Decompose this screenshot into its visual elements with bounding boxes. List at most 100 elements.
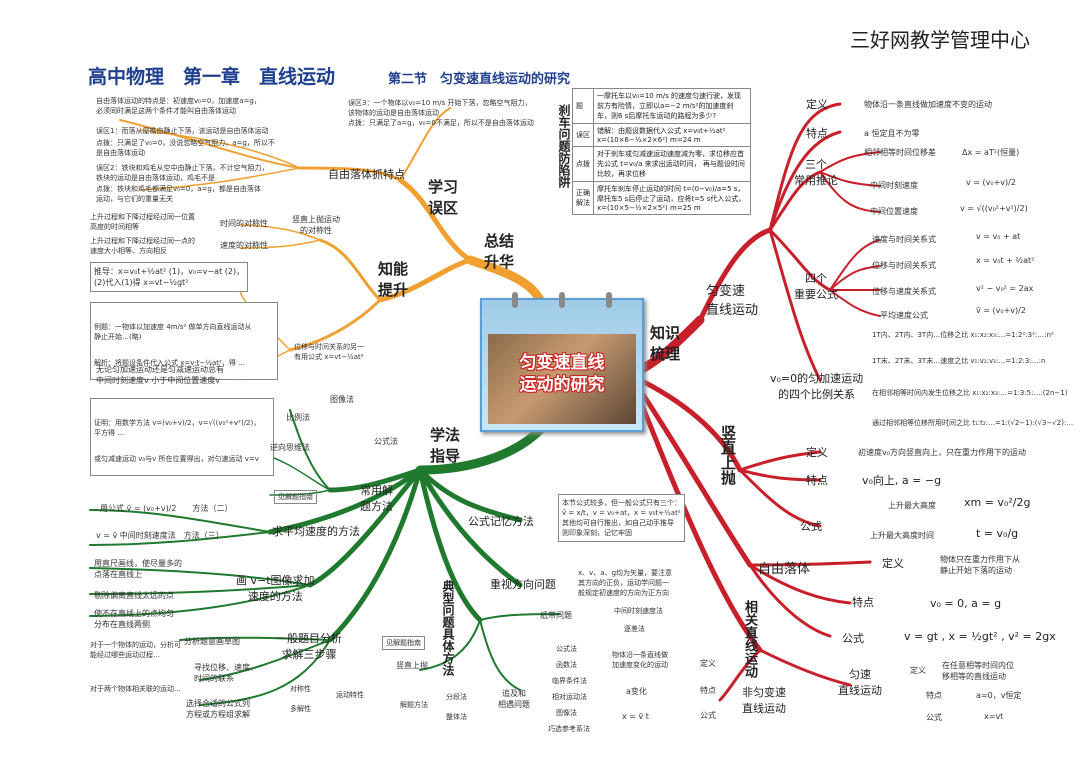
rv-e2-label: 误区1：而落从屋檐由静止下落，该运动是自由落体运动 (96, 127, 269, 135)
ua-mid-pos-label: 中间位置速度 (870, 207, 918, 216)
page-title: 高中物理 第一章 直线运动 (88, 66, 336, 88)
ua-mid-time-label: 中间时刻速度 (870, 181, 918, 190)
st-c1: 公式法 (556, 645, 577, 653)
st-vup-m3: 整体法 (446, 713, 467, 721)
st-m5[interactable]: 见解题指南 (274, 490, 317, 504)
st-g2: 剔除偏离直线太远的点 (94, 591, 174, 600)
st-c5: 图像法 (556, 709, 577, 717)
trap-tip-label: 点拨 (572, 146, 594, 182)
st-c3: 临界条件法 (552, 677, 587, 685)
st-vup3: 运动特性 (336, 691, 364, 699)
st-graph-label: 画 v−t图像求加 速度的方法 (236, 574, 315, 603)
ua-adj-label: 相邻相等时间位移差 (864, 148, 936, 157)
page-subtitle: 第二节 匀变速直线运动的研究 (388, 72, 571, 87)
ab-disp-label: 位移与时间关系的另一 有用公式 x=vt−½at² (294, 343, 364, 361)
hub-vertical-up: 竖直上抛 (719, 425, 737, 485)
ff-def-text: 物体只在重力作用下从 静止开始下落的运动 (940, 555, 1020, 575)
hub-related: 相关直线运动 (742, 600, 757, 678)
st-g1: 用直尺画线，使尽量多的 点落在直线上 (94, 559, 182, 579)
st-guide-label[interactable]: 见解题指南 (382, 636, 425, 650)
hub-study: 学法 指导 (430, 426, 461, 465)
binder-ring (559, 292, 565, 308)
ab-proof: 证明：用数学方法 v=(v₀+v)/2，v=√((v₀²+v²)/2)， 平方得… (90, 398, 274, 476)
ua-f4: v̄ = (v₀+v)/2 (976, 306, 1026, 315)
hub-review: 学习 误区 (428, 178, 459, 217)
st-tape-label: 纸带问题 (540, 611, 572, 620)
st-c6: 巧选参考系法 (548, 725, 590, 733)
st-vup-m1: 解题方法 (400, 701, 428, 709)
st-vup-m2: 分段法 (446, 693, 467, 701)
st-direction-label: 重视方向问题 (490, 578, 556, 591)
st-s1-label: 分析题意画草图 (184, 637, 240, 646)
st-m3: 比例法 (286, 413, 310, 422)
binder-ring (512, 292, 518, 308)
binder-ring (606, 292, 612, 308)
rel-n-formula-text: x = v̄ t (622, 712, 649, 721)
branch-study (415, 425, 545, 475)
ua-mid-pos-formula: v = √((v₀²+v²)/2) (960, 204, 1028, 213)
ua-def-label: 定义 (806, 98, 828, 111)
st-m4: 逆向思维法 (270, 443, 310, 452)
ua-four-label: 四个 重要公式 (794, 272, 838, 301)
rv-time-sym: 时间的对称性 (220, 219, 268, 228)
trap-tip: 对于刹车或匀减速运动速度减为零，求位移应首先公式 t=v₀/a 来求出运动时间，… (593, 146, 751, 182)
trap-q-label: 题 (572, 88, 594, 124)
branch-knowledge (635, 315, 705, 375)
ua-f3: v² − v₀² = 2ax (976, 284, 1034, 293)
ua-f2-label: 位移与时间关系式 (872, 261, 936, 270)
rel-u-def-label: 定义 (910, 666, 926, 675)
hub-ability: 知能 提升 (378, 260, 409, 299)
hub-summary: 总结 升华 (484, 232, 515, 271)
ua-f2: x = v₀t + ½at² (976, 256, 1035, 265)
rv-time-sym-text: 上升过程和下降过程经过同一位置 高度的时间相等 (90, 213, 195, 231)
st-s2: 对于两个物体相关联的运动… (90, 685, 181, 693)
st-tape1: 中间时刻速度法 (614, 607, 663, 615)
st-s2-label: 寻找位移、速度、 时间的联系 (194, 663, 258, 683)
rv-e4-label: 误区3：一个物体以v₀=10 m/s 开始下落，忽略空气阻力， 该物体的运动是自… (348, 99, 532, 117)
rel-u-feat-text: a=0，v恒定 (976, 691, 1022, 700)
hub-free-fall: 自由落体 (758, 562, 811, 577)
rel-n-def-text: 物体沿一条直线做 加速度变化的运动 (612, 651, 668, 669)
vu-h-label: 上升最大高度 (888, 501, 936, 510)
rel-u-formula-label: 公式 (926, 713, 942, 722)
ua-ratio-label: v₀=0的匀加速运动 的四个比例关系 (770, 372, 864, 401)
ua-ratio-3: 在相邻相等时间内发生位移之比 x₁:x₂:x₃:…=1:3:5:…:(2n−1) (872, 389, 1068, 397)
ua-ratio-1: 1T内、2T内、3T内…位移之比 x₁:x₂:x₃:…=1:2²:3²:…:n² (872, 331, 1054, 339)
rv-vel-sym: 速度的对称性 (220, 241, 268, 250)
vu-h-formula: xm = v₀²/2g (964, 496, 1031, 509)
rel-n-def-label: 定义 (700, 659, 716, 668)
trap-table: 题一摩托车以v₀=10 m/s 的速度匀速行驶，发现前方有险情，立即以a=−2 … (572, 88, 751, 215)
ua-feat-label: 特点 (806, 127, 828, 140)
st-vup1: 对称性 (290, 685, 311, 693)
rv-sym-label: 竖直上抛运动 的对称性 (292, 215, 340, 235)
rv-e3-label: 误区2：铁块和鸡毛从空中由静止下落，不计空气阻力， 铁块的运动是自由落体运动，鸡… (96, 164, 269, 182)
branch-review (397, 177, 473, 263)
rv-e2: 点拨：只满足了v₀=0，没说忽略空气阻力，a=g，所以不 是自由落体运动 (96, 139, 275, 157)
organization-name: 三好网教学管理中心 (850, 28, 1030, 52)
ab-avg-label: 无论匀加速运动还是匀减速运动总有 中间时刻速度v 小于中间位置速度v (96, 365, 224, 385)
st-memory-text: 本节公式较多，但一般公式只有三个： v̄ = x/t，v = v₀+at，x =… (558, 494, 685, 542)
rel-u-def-text: 在任意相等时间内位 移相等的直线运动 (942, 661, 1014, 681)
rv-e3: 点拨：铁块和鸡毛都满足v₀=0，a=g，都是自由落体 运动，与它们的重量无关 (96, 185, 261, 203)
rv-vel-sym-text: 上升过程和下降过程经过同一点的 速度大小相等、方向相反 (90, 237, 195, 255)
ff-formula-label: 公式 (842, 632, 864, 645)
trap-mis: 错解：由题设数据代入公式 x=v₀t+½at² x=(10×6−½×2×6²) … (593, 123, 751, 147)
st-s3-label: 选择合适的公式列 方程或方程组求解 (186, 699, 250, 719)
rel-u-formula-text: x=vt (984, 712, 1004, 721)
st-s1: 对于一个物体的运动，分析可 能经过哪些运动过程… (90, 641, 181, 659)
ua-three-label: 三个 常用推论 (794, 158, 838, 187)
st-avg2: v = v̄ 中间时刻速度法 方法（三） (96, 531, 224, 540)
st-memory-label: 公式记忆方法 (468, 515, 534, 528)
st-g3: 使不在直线上的点均匀 分布在直线两侧 (94, 609, 174, 629)
ff-feat-label: 特点 (852, 596, 874, 609)
ua-def-text: 物体沿一条直线做加速度不变的运动 (864, 100, 992, 109)
vu-t-label: 上升最大高度时间 (870, 531, 934, 540)
st-m2: 公式法 (374, 437, 398, 446)
ua-ratio-4: 通过相邻相等位移所用时间之比 t₁:t₂:…=1:(√2−1):(√3−√2):… (872, 419, 1074, 427)
ua-ratio-2: 1T末、2T末、3T末…速度之比 v₁:v₂:v₃:…=1:2:3:…:n (872, 357, 1046, 365)
vu-feat-label: 特点 (806, 474, 828, 487)
st-direction-text: x、v、a、g均为矢量，要注意 其方向的正负，运动学问题一 般规定初速度的方向为… (578, 569, 673, 597)
branch-summary (465, 255, 545, 305)
ab-example: 例题：一物体以加速度 4m/s² 做单方向直线运动从 静止开始…(略) 解析：将… (90, 302, 278, 380)
st-c2: 函数法 (556, 661, 577, 669)
